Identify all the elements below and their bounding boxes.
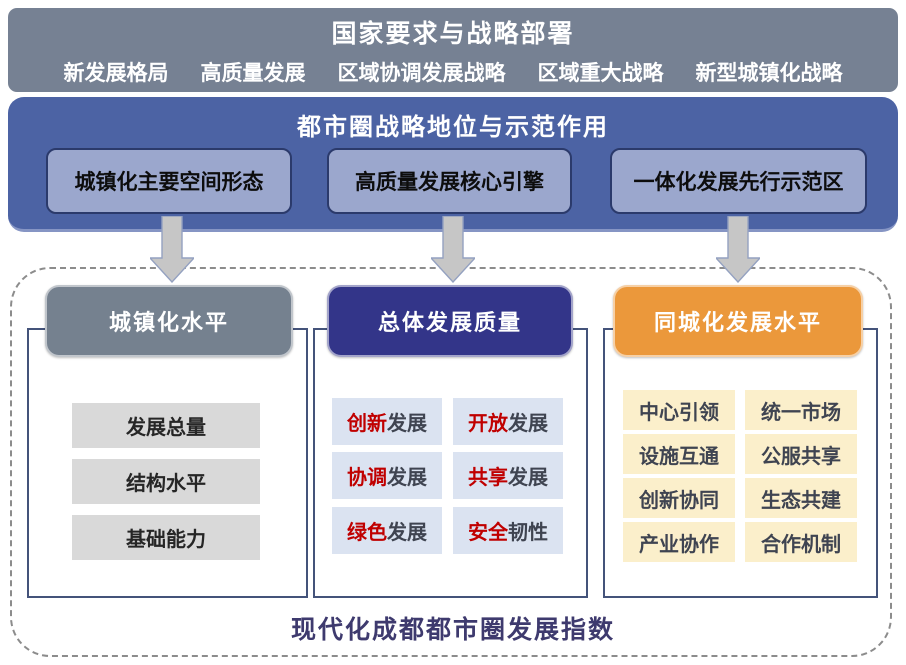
quality-item: 共享发展 [453, 452, 563, 499]
integration-item: 合作机制 [745, 522, 857, 562]
metro-strategy-block: 都市圈战略地位与示范作用 城镇化主要空间形态 高质量发展核心引擎 一体化发展先行… [8, 97, 898, 232]
quality-item-emphasis: 开放 [468, 413, 508, 435]
quality-item: 协调发展 [332, 452, 442, 499]
quality-item-emphasis: 安全 [468, 522, 508, 544]
integration-item: 设施互通 [623, 434, 735, 474]
quality-item-rest: 发展 [387, 467, 427, 489]
urbanization-item: 结构水平 [72, 459, 260, 504]
banner-title: 国家要求与战略部署 [331, 19, 575, 48]
quality-item: 安全韧性 [453, 507, 563, 554]
quality-item-emphasis: 创新 [347, 413, 387, 435]
banner-item: 新型城镇化战略 [695, 61, 843, 85]
quality-item-emphasis: 共享 [468, 467, 508, 489]
banner-item: 区域协调发展战略 [337, 61, 506, 85]
integration-header: 同城化发展水平 [613, 285, 863, 357]
quality-item: 绿色发展 [332, 507, 442, 554]
quality-item: 创新发展 [332, 398, 442, 445]
integration-item: 产业协作 [623, 522, 735, 562]
integration-item: 统一市场 [745, 390, 857, 430]
quality-item-rest: 发展 [387, 413, 427, 435]
urbanization-item: 基础能力 [72, 515, 260, 560]
quality-header: 总体发展质量 [327, 285, 573, 357]
banner-item: 高质量发展 [200, 61, 306, 85]
quality-item-emphasis: 协调 [347, 467, 387, 489]
integration-item: 生态共建 [745, 478, 857, 518]
strategy-box-demo-zone: 一体化发展先行示范区 [610, 148, 867, 214]
strategy-box-spatial-form: 城镇化主要空间形态 [46, 148, 292, 214]
down-arrow-icon [431, 216, 475, 283]
quality-item-emphasis: 绿色 [347, 522, 387, 544]
strategy-box-core-engine: 高质量发展核心引擎 [327, 148, 572, 214]
down-arrow-icon [150, 216, 194, 283]
quality-item-rest: 韧性 [508, 522, 548, 544]
banner-item: 新发展格局 [63, 61, 169, 85]
integration-item: 创新协同 [623, 478, 735, 518]
integration-item: 中心引领 [623, 390, 735, 430]
banner-item: 区域重大战略 [537, 61, 664, 85]
quality-item-rest: 发展 [508, 413, 548, 435]
index-title: 现代化成都都市圈发展指数 [290, 616, 615, 644]
banner-item-list: 新发展格局 高质量发展 区域协调发展战略 区域重大战略 新型城镇化战略 [64, 57, 843, 87]
down-arrow-icon [716, 216, 760, 283]
quality-item: 开放发展 [453, 398, 563, 445]
national-strategy-banner: 国家要求与战略部署 新发展格局 高质量发展 区域协调发展战略 区域重大战略 新型… [8, 8, 898, 92]
integration-item: 公服共享 [745, 434, 857, 474]
quality-item-rest: 发展 [508, 467, 548, 489]
urbanization-item: 发展总量 [72, 403, 260, 448]
quality-item-rest: 发展 [387, 522, 427, 544]
strategy-title: 都市圈战略地位与示范作用 [297, 114, 609, 141]
urbanization-header: 城镇化水平 [45, 285, 293, 357]
